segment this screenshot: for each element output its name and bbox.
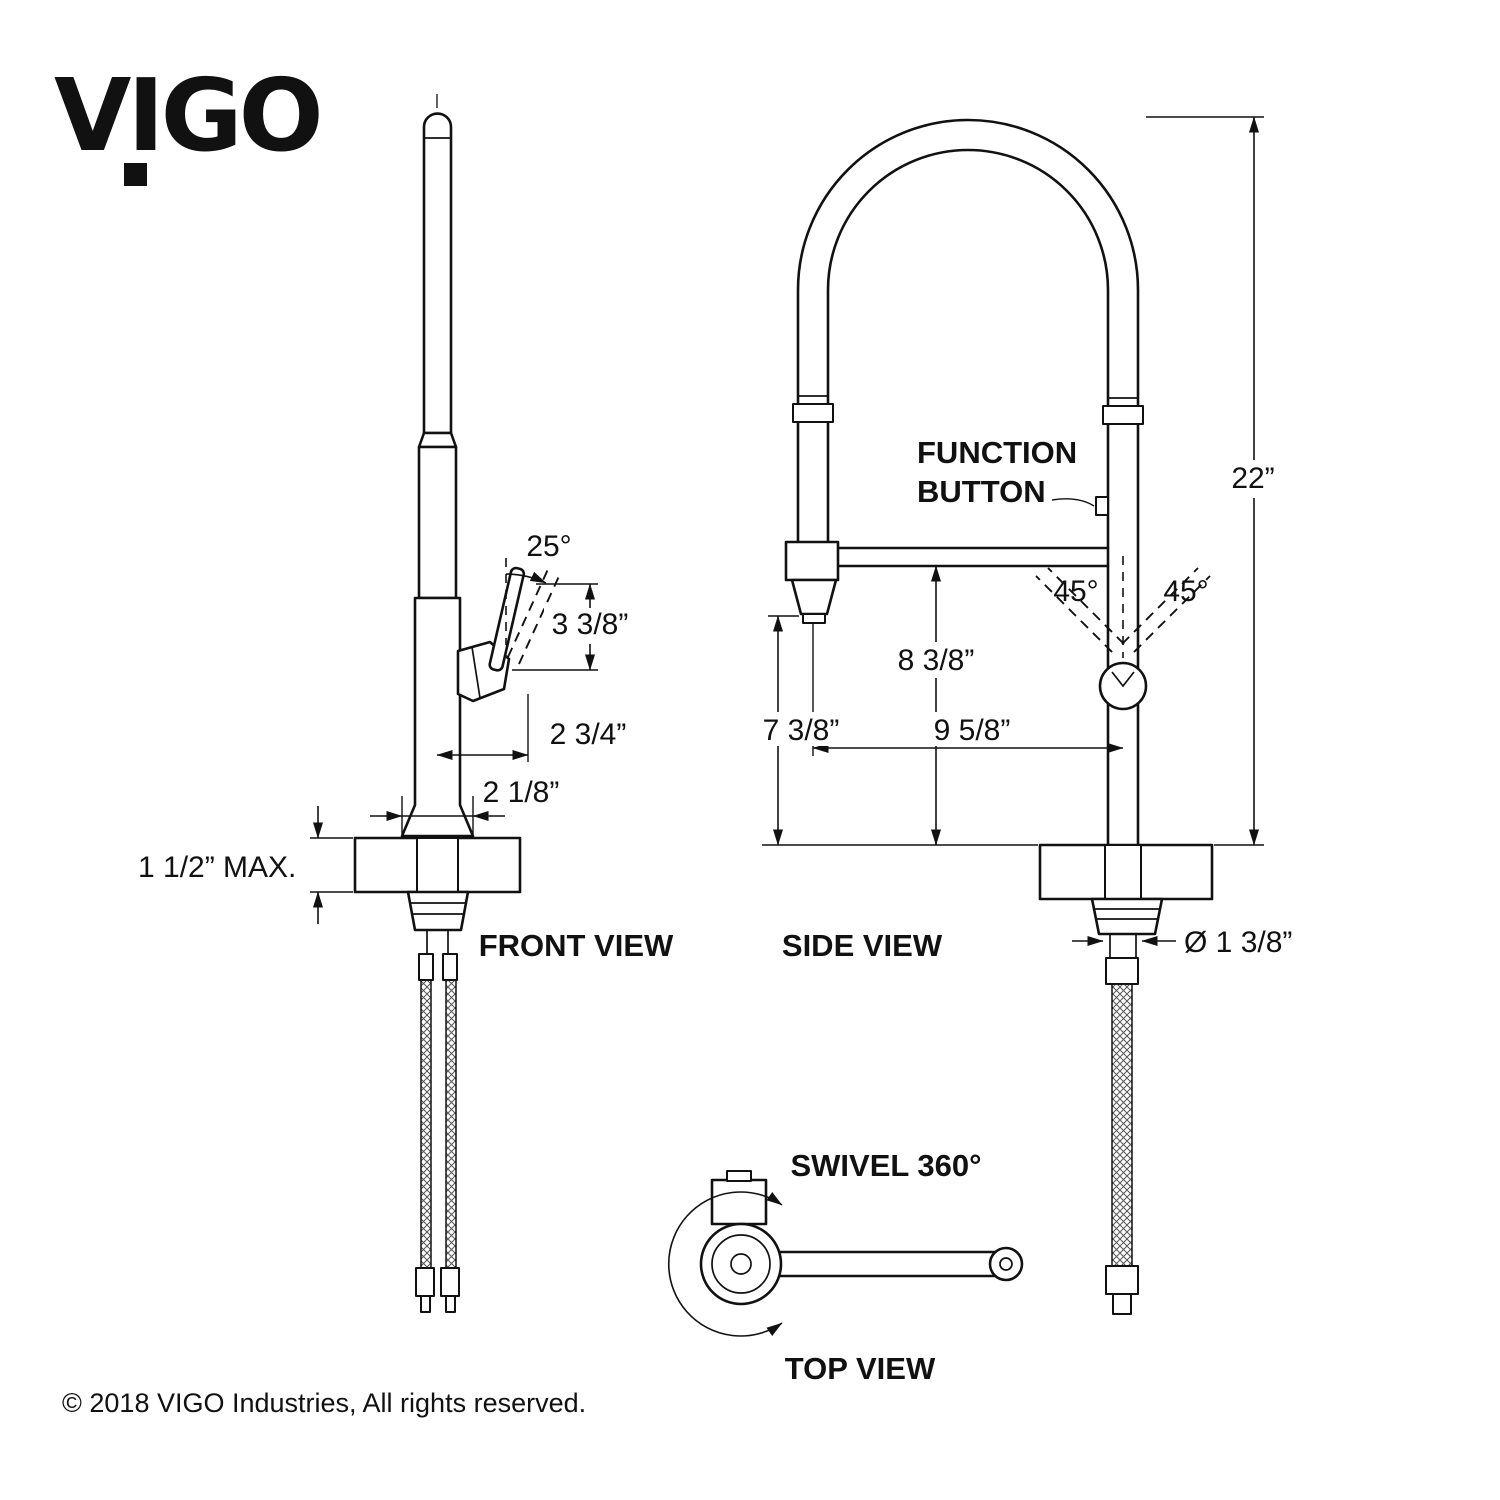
front-view-drawing: 25° 3 3/8” 2 3/4” 2 1/8” 1 1/2” MAX. FRO… <box>138 94 674 1313</box>
front-dimension-lines <box>310 571 638 924</box>
side-counter-deck <box>762 843 1264 901</box>
side-dim-spout-height: 8 3/8” <box>898 644 975 677</box>
front-dim-handle-angle: 25° <box>526 530 571 563</box>
function-button-shape <box>1095 496 1109 516</box>
logo-text: VIGO <box>54 57 320 174</box>
copyright-text: © 2018 VIGO Industries, All rights reser… <box>62 1388 586 1418</box>
side-view-drawing: FUNCTION BUTTON 22” 8 3/8” 7 3/8” 9 5/8”… <box>736 116 1292 1315</box>
front-dim-deck-thickness: 1 1/2” MAX. <box>138 851 296 884</box>
front-dim-handle-length: 3 3/8” <box>552 608 629 641</box>
side-dim-total-height: 22” <box>1231 462 1274 495</box>
function-button-callout-line1: FUNCTION <box>917 435 1077 470</box>
side-dim-clearance-height: 7 3/8” <box>763 714 840 747</box>
function-button-callout-line2: BUTTON <box>917 474 1046 509</box>
top-view-drawing: SWIVEL 360° TOP VIEW <box>668 1148 1024 1386</box>
side-dimension-lines <box>736 116 1286 946</box>
logo-i-dot <box>124 163 147 186</box>
swivel-arrow <box>668 1191 783 1337</box>
front-view-label: FRONT VIEW <box>479 928 674 963</box>
side-dim-swing-right: 45° <box>1163 575 1208 608</box>
side-view-label: SIDE VIEW <box>782 928 943 963</box>
front-counter-deck <box>353 836 522 894</box>
side-faucet-outline <box>784 118 1211 847</box>
front-dim-base-width: 2 1/8” <box>483 776 560 809</box>
vigo-logo: VIGO <box>54 57 324 186</box>
side-supply-hose <box>1090 897 1164 1315</box>
side-dim-swing-left: 45° <box>1053 575 1098 608</box>
side-dim-spout-reach: 9 5/8” <box>934 714 1011 747</box>
top-faucet-outline <box>699 1170 1024 1306</box>
front-faucet-outline <box>400 94 561 838</box>
front-dim-handle-reach: 2 3/4” <box>550 718 627 751</box>
top-swivel-label: SWIVEL 360° <box>790 1148 981 1183</box>
top-view-label: TOP VIEW <box>785 1351 936 1386</box>
front-supply-hoses <box>406 890 470 1313</box>
side-dim-hole-diameter: Ø 1 3/8” <box>1184 926 1292 959</box>
